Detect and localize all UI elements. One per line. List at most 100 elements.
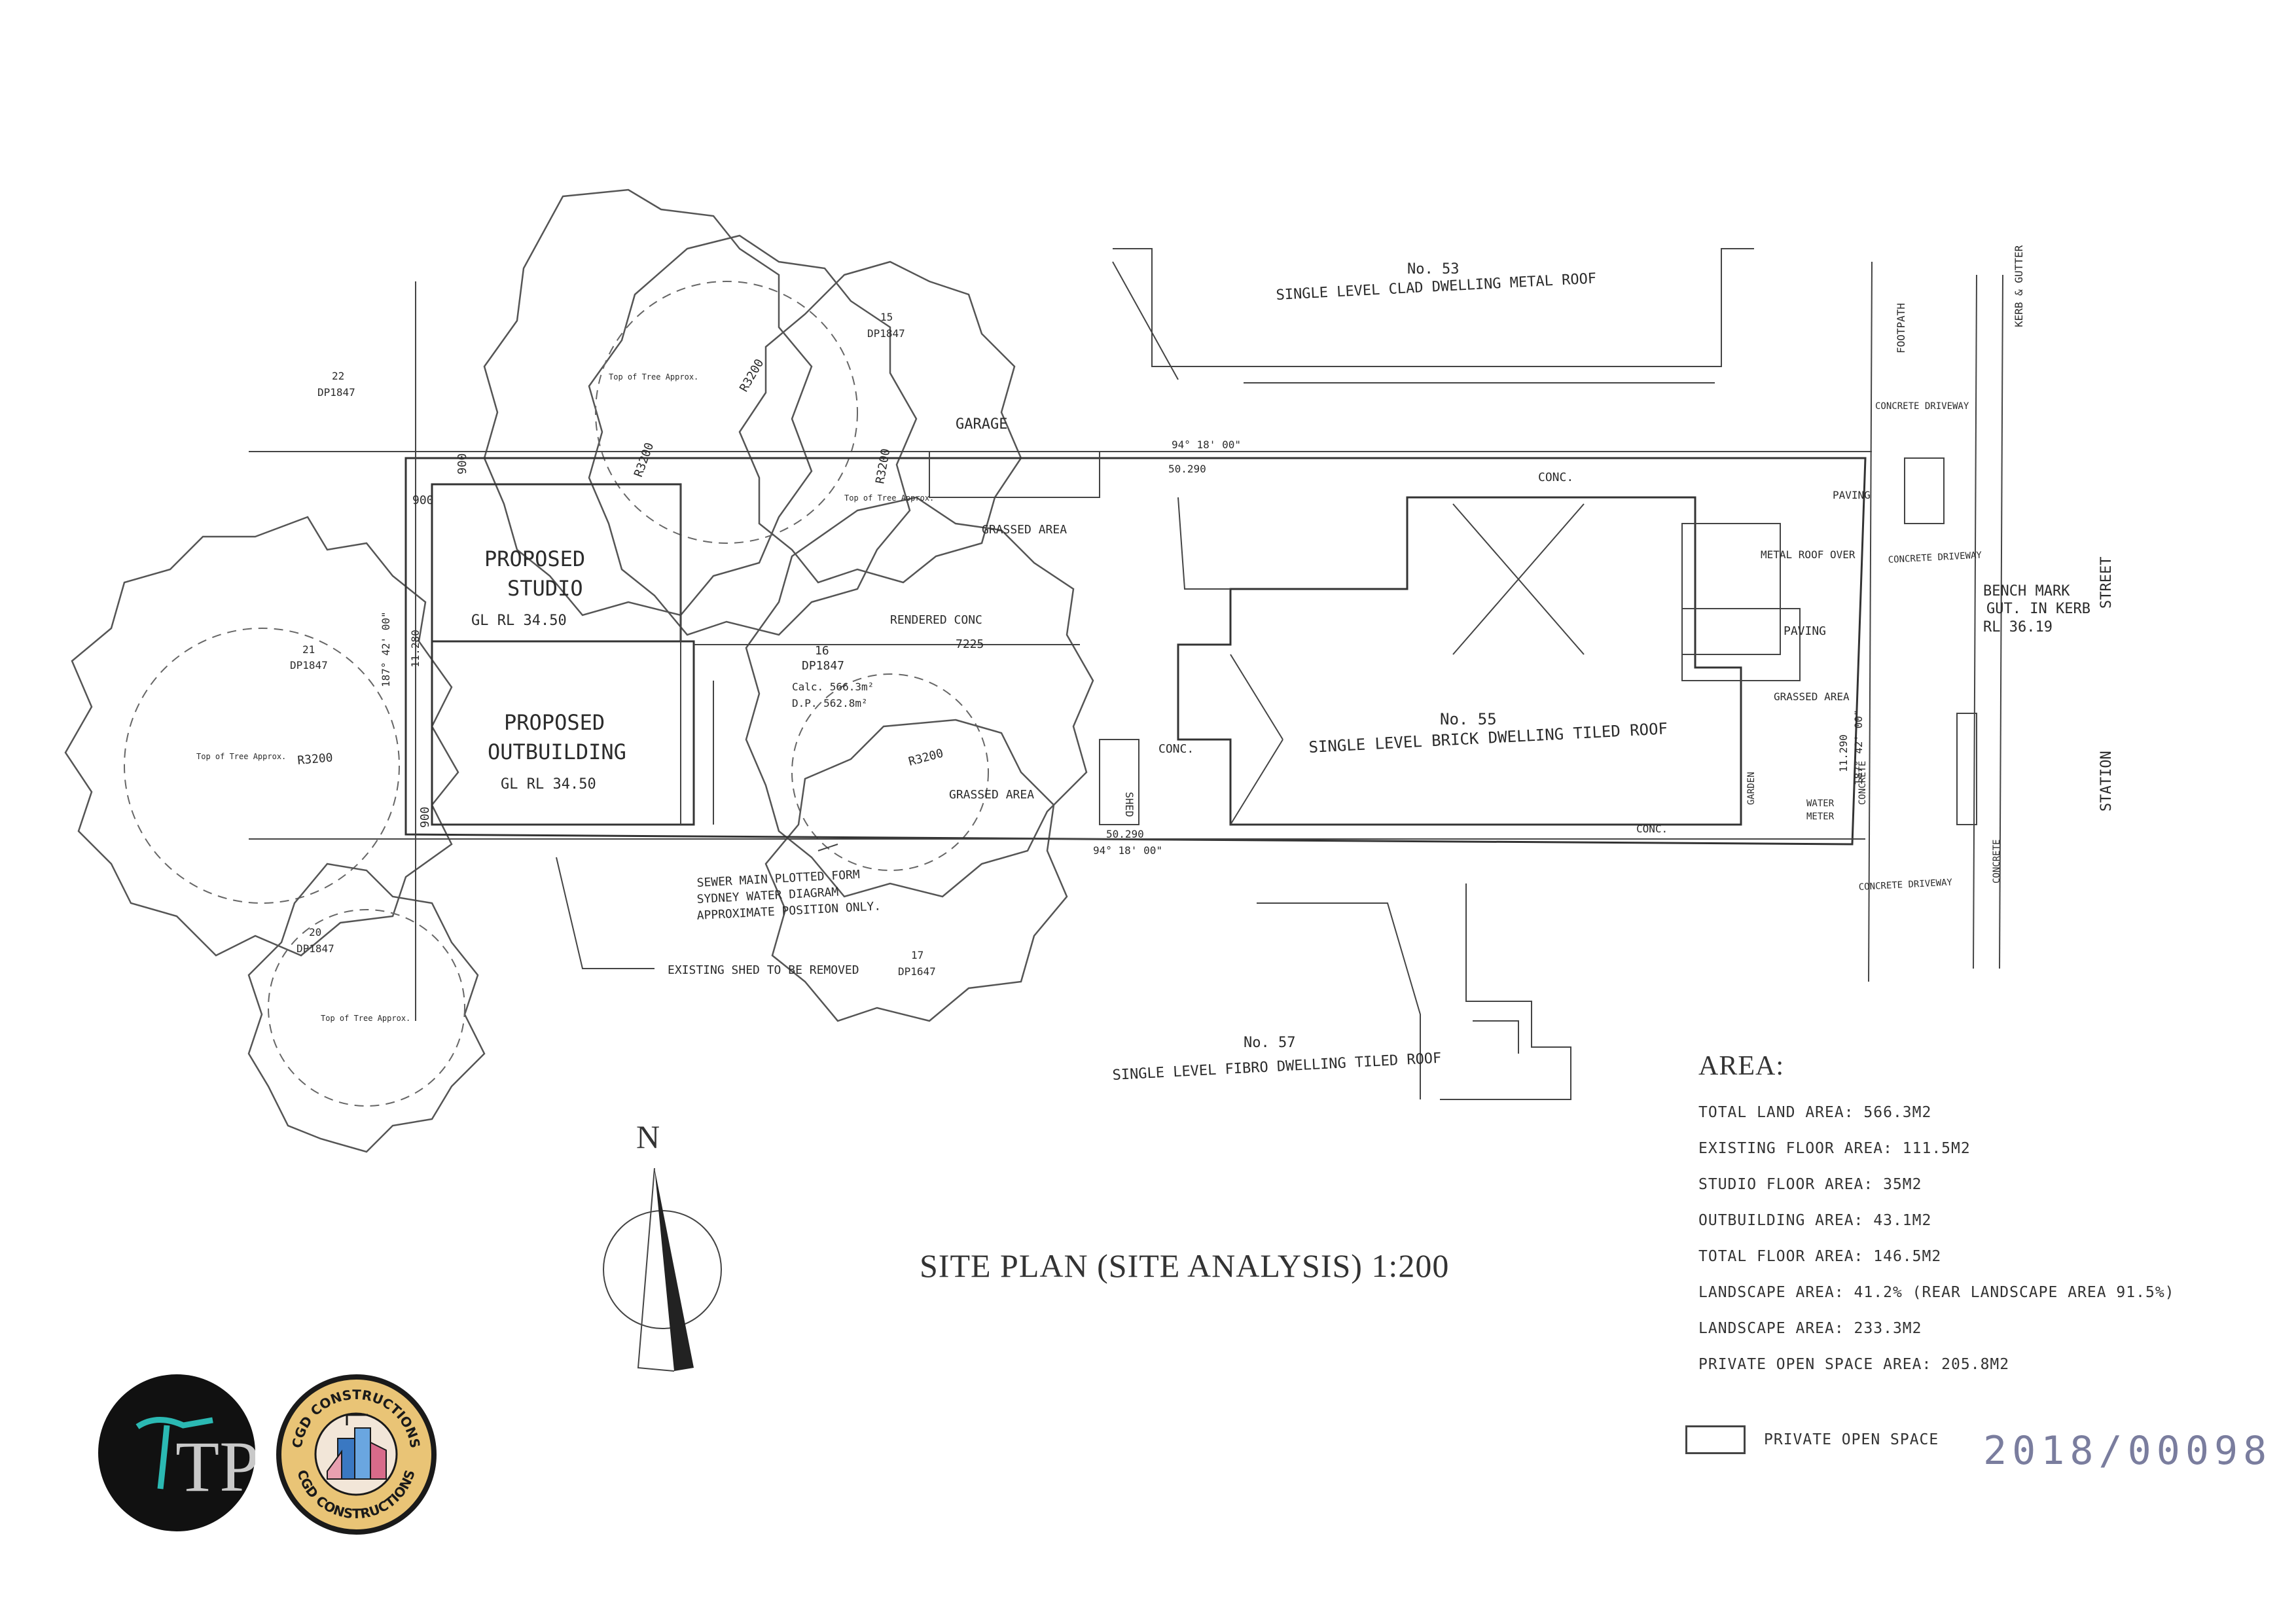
grassed-area-2: GRASSED AREA [949, 788, 1034, 802]
tp-logo-mark: TP [135, 1417, 259, 1507]
street-name-1: STREET [2098, 557, 2115, 609]
no57-desc: SINGLE LEVEL FIBRO DWELLING TILED ROOF [1112, 1050, 1442, 1084]
street-edges [1868, 261, 2003, 982]
lot21-number: 21 [302, 643, 315, 656]
tree-note-21: Top of Tree Approx. [196, 752, 286, 761]
studio-label-2: STUDIO [507, 576, 583, 601]
tree-canopy-21 [64, 516, 459, 957]
radius-tree-16: R3200 [907, 747, 945, 769]
proposed-buildings [431, 483, 1080, 826]
north-arrow [603, 1168, 722, 1372]
bench-mark-1: BENCH MARK [1983, 583, 2070, 599]
area-landscape: LANDSCAPE AREA: 233.3M2 [1698, 1320, 1922, 1337]
rendered-conc: RENDERED CONC [890, 613, 982, 627]
radius-tree-15: R3200 [873, 448, 893, 485]
lot16-calc: Calc. 566.3m² [792, 681, 874, 693]
driveway-2: CONCRETE DRIVEWAY [1888, 550, 1982, 565]
grassed-area-1: GRASSED AREA [982, 523, 1067, 537]
area-existing-floor: EXISTING FLOOR AREA: 111.5M2 [1698, 1140, 1971, 1157]
dwelling-no-53 [1112, 248, 1754, 383]
no57-number: No. 57 [1244, 1035, 1295, 1051]
tree-canopy-north-mid [588, 234, 918, 636]
north-label: N [636, 1118, 660, 1155]
lot15-dp: DP1847 [867, 327, 905, 340]
paving-2: PAVING [1784, 624, 1826, 638]
shed-leader [556, 857, 655, 969]
lot22-dp: DP1847 [317, 386, 355, 399]
studio-rl: GL RL 34.50 [471, 613, 567, 629]
reference-number: 2018/00098 [1983, 1428, 2272, 1474]
lot17-number: 17 [911, 949, 924, 961]
radius-tree-north: R3200 [737, 357, 766, 394]
dim-900-b: 900 [412, 493, 434, 507]
lot22-number: 22 [332, 370, 344, 382]
dwelling-no-55 [1177, 496, 1801, 826]
bearing-top: 94° 18' 00" [1172, 438, 1241, 451]
shed-label: SHED [1123, 792, 1136, 817]
metal-roof: METAL ROOF OVER [1761, 548, 1856, 561]
area-heading: AREA: [1698, 1051, 1784, 1081]
concrete-vertical-2: CONCRETE [1992, 840, 2002, 883]
drawing-title: SITE PLAN (SITE ANALYSIS) 1:200 [920, 1247, 1450, 1284]
shed-removed-note: EXISTING SHED TO BE REMOVED [668, 963, 859, 977]
area-panel: AREA: TOTAL LAND AREA: 566.3M2 EXISTING … [1698, 1050, 2235, 1392]
garden-1: GARDEN [1746, 772, 1757, 805]
dim-7225: 7225 [956, 637, 984, 651]
area-studio-floor: STUDIO FLOOR AREA: 35M2 [1698, 1176, 1922, 1193]
bearing-left: 187° 42' 00" [380, 611, 392, 687]
lot20-dp: DP1847 [296, 942, 334, 955]
footpath-label: FOOTPATH [1895, 303, 1907, 353]
dim-900-a: 900 [456, 453, 469, 474]
driveway-1: CONCRETE DRIVEWAY [1875, 401, 1969, 412]
property-boundary [249, 281, 1872, 1021]
conc-1: CONC. [1538, 471, 1573, 484]
dwelling-no-57 [1257, 883, 1571, 1100]
legend-label: PRIVATE OPEN SPACE [1764, 1431, 1939, 1448]
tree-canopy-20 [247, 863, 486, 1153]
lot17-dp: DP1647 [898, 965, 936, 978]
lot21-dp: DP1847 [290, 659, 328, 671]
water-meter-2: METER [1806, 812, 1835, 822]
tree-note-north: Top of Tree Approx. [609, 372, 698, 382]
private-open-space-swatch [1685, 1425, 1746, 1454]
tree-canopy-16 [745, 496, 1094, 898]
garage-label: GARAGE [956, 416, 1007, 433]
grassed-area-3: GRASSED AREA [1774, 690, 1850, 703]
water-meter-1: WATER [1806, 798, 1835, 809]
dist-top: 50.290 [1168, 463, 1206, 475]
conc-2: CONC. [1158, 742, 1194, 756]
tp-logo: TP [98, 1374, 259, 1531]
studio-label-1: PROPOSED [484, 546, 585, 571]
dim-900-c: 900 [418, 806, 432, 828]
dist-left: 11.280 [409, 630, 422, 668]
no55-number: No. 55 [1440, 710, 1497, 728]
area-total-floor: TOTAL FLOOR AREA: 146.5M2 [1698, 1248, 1942, 1265]
legend: PRIVATE OPEN SPACE [1685, 1425, 1939, 1454]
dist-right: 11.290 [1837, 734, 1850, 772]
lot16-dp-area: D.P. 562.8m² [792, 697, 868, 709]
outbuilding-label-1: PROPOSED [504, 710, 605, 735]
tp-logo-text: TP [175, 1427, 255, 1507]
dist-bottom: 50.290 [1106, 828, 1144, 840]
street-name-2: STATION [2098, 751, 2115, 812]
tree-canopy-north-left [483, 188, 813, 616]
tree-canopies [64, 188, 1094, 1153]
no53-number: No. 53 [1407, 261, 1459, 277]
cgd-logo-mark: CGD CONSTRUCTIONS CGD CONSTRUCTIONS [289, 1387, 423, 1522]
driveway-3: CONCRETE DRIVEWAY [1858, 877, 1952, 893]
area-private-open-space: PRIVATE OPEN SPACE AREA: 205.8M2 [1698, 1356, 2010, 1373]
garage-and-sheds [713, 452, 1230, 851]
bench-mark-2: GUT. IN KERB [1986, 601, 2090, 617]
tree-canopy-17 [764, 719, 1068, 1022]
area-total-land: TOTAL LAND AREA: 566.3M2 [1698, 1104, 1932, 1121]
bench-mark-3: RL 36.19 [1983, 619, 2053, 635]
area-outbuilding: OUTBUILDING AREA: 43.1M2 [1698, 1212, 1932, 1229]
bearing-right: 187° 42' 00" [1852, 709, 1865, 785]
bearing-bottom: 94° 18' 00" [1093, 844, 1162, 857]
conc-3: CONC. [1636, 823, 1668, 835]
area-landscape-percent: LANDSCAPE AREA: 41.2% (REAR LANDSCAPE AR… [1698, 1284, 2175, 1301]
lot16-dp: DP1847 [802, 659, 844, 673]
paving-1: PAVING [1833, 489, 1871, 501]
tree-note-20: Top of Tree Approx. [321, 1014, 410, 1023]
